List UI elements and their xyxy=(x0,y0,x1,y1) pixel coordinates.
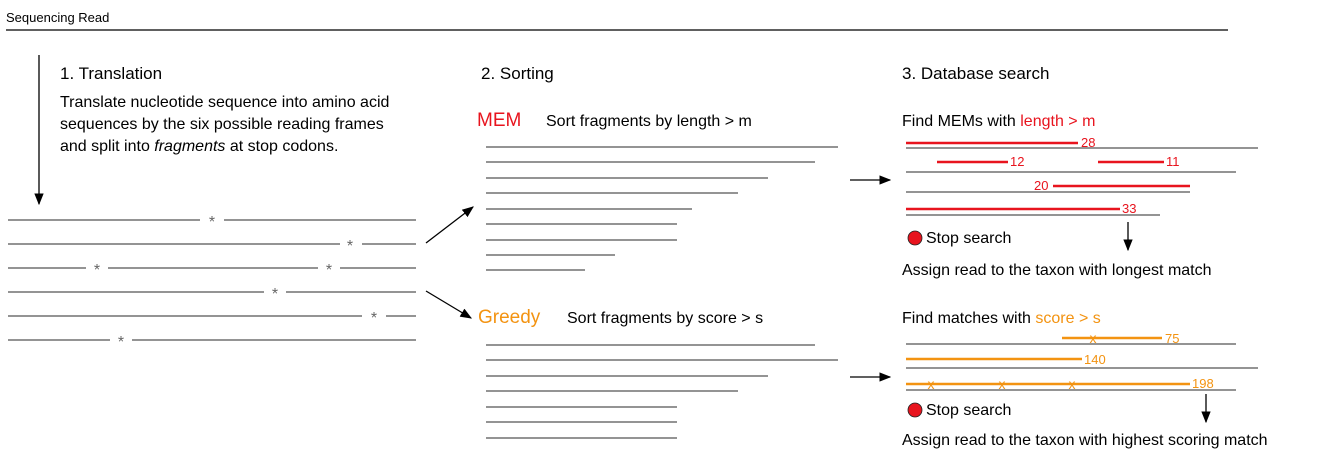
mem-assign-text: Assign read to the taxon with longest ma… xyxy=(902,262,1212,279)
translation-desc-line2: sequences by the six possible reading fr… xyxy=(60,116,384,133)
mismatch-mark: x xyxy=(1069,376,1076,392)
translation-heading: 1. Translation xyxy=(60,64,162,83)
stop-sign-icon xyxy=(907,230,923,246)
mem-label: MEM xyxy=(477,110,521,131)
mem-match-length: 12 xyxy=(1010,154,1024,169)
mismatch-mark: x xyxy=(999,376,1006,392)
stop-codon: * xyxy=(371,310,377,327)
mem-match-length: 20 xyxy=(1034,178,1048,193)
arrow-to-greedy-sorting xyxy=(425,290,473,319)
greedy-find-pre: Find matches with xyxy=(902,310,1035,327)
stop-codon: * xyxy=(272,286,278,303)
greedy-assign-text: Assign read to the taxon with highest sc… xyxy=(902,432,1268,449)
header-title: Sequencing Read xyxy=(6,10,109,25)
arrow-to-mem-sorting xyxy=(425,206,474,244)
greedy-match-score: 198 xyxy=(1192,376,1214,391)
mem-match-length: 11 xyxy=(1166,154,1180,169)
mem-database-hits: 28 12 11 20 33 xyxy=(906,135,1258,216)
stop-codon: * xyxy=(94,262,100,279)
mem-match-length: 33 xyxy=(1122,201,1136,216)
mem-match-length: 28 xyxy=(1081,135,1095,150)
mem-find-pre: Find MEMs with xyxy=(902,113,1020,130)
stop-codon: * xyxy=(118,334,124,351)
sorting-heading: 2. Sorting xyxy=(481,64,554,83)
greedy-stop-label: Stop search xyxy=(926,402,1011,419)
stop-codon: * xyxy=(326,262,332,279)
desc-line3-fragments: fragments xyxy=(154,138,225,155)
greedy-match-score: 75 xyxy=(1165,331,1179,346)
translation-desc-line1: Translate nucleotide sequence into amino… xyxy=(60,94,389,111)
mem-sort-desc: Sort fragments by length > m xyxy=(546,113,752,130)
greedy-find-text: Find matches with score > s xyxy=(902,310,1101,327)
greedy-label: Greedy xyxy=(478,307,541,328)
stop-codon: * xyxy=(209,214,215,231)
greedy-sort-desc: Sort fragments by score > s xyxy=(567,310,763,327)
desc-line3-pre: and split into xyxy=(60,138,154,155)
reading-frames: * * * * * * * xyxy=(8,214,416,351)
stop-codon: * xyxy=(347,238,353,255)
desc-line3-post: at stop codons. xyxy=(225,138,338,155)
stop-sign-icon xyxy=(907,402,923,418)
greedy-sorted-fragments xyxy=(486,344,838,439)
mem-find-text: Find MEMs with length > m xyxy=(902,113,1095,130)
greedy-database-hits: x 75 140 x x x 198 xyxy=(906,330,1258,392)
mismatch-mark: x xyxy=(928,376,935,392)
database-heading: 3. Database search xyxy=(902,64,1049,83)
mem-find-highlight: length > m xyxy=(1020,113,1095,130)
greedy-find-highlight: score > s xyxy=(1035,310,1100,327)
greedy-match-score: 140 xyxy=(1084,352,1106,367)
mismatch-mark: x xyxy=(1090,330,1097,346)
mem-sorted-fragments xyxy=(486,146,838,271)
mem-stop-label: Stop search xyxy=(926,230,1011,247)
translation-desc-line3: and split into fragments at stop codons. xyxy=(60,138,338,155)
